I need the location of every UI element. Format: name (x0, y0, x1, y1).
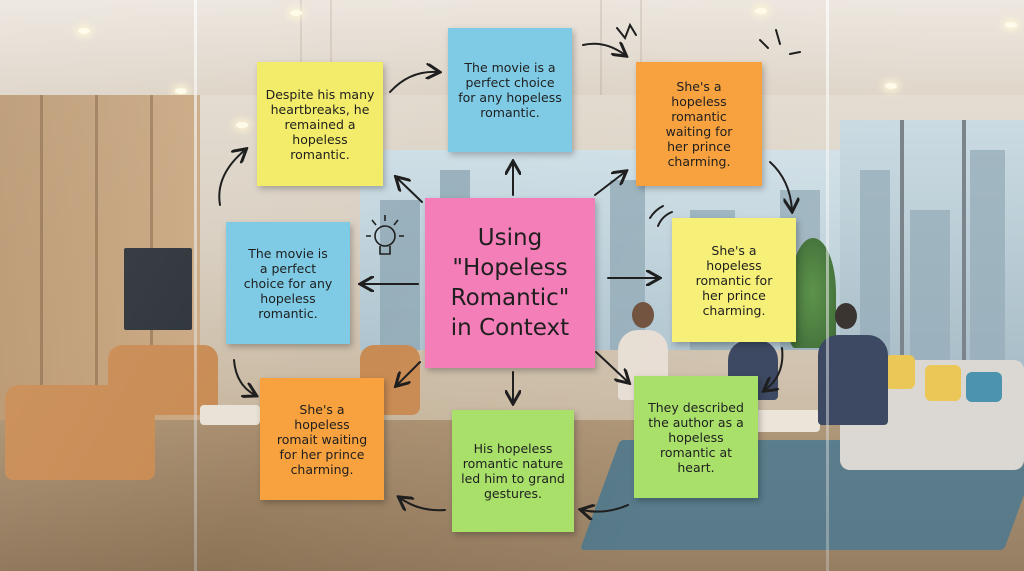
ceiling-slat (600, 0, 602, 95)
arrow-icon (765, 347, 784, 390)
arrow-icon (397, 361, 421, 385)
arrow-icon (582, 505, 629, 512)
pillow (925, 365, 961, 401)
ceiling-light (175, 88, 187, 94)
pillow (885, 355, 915, 389)
wall-panel-line (40, 95, 43, 455)
seated-person (818, 335, 888, 425)
armchair (108, 345, 218, 415)
ceiling-light (78, 28, 90, 34)
arrow-icon (594, 172, 625, 196)
doodle-sparkle (759, 29, 801, 55)
city-window-right (840, 120, 1024, 390)
window-mullion (900, 120, 904, 390)
lightbulb-icon (366, 215, 404, 255)
ceiling-light (290, 10, 302, 16)
tower (380, 200, 420, 350)
arrow-icon (218, 150, 245, 206)
doodle-lines (649, 205, 673, 227)
arrow-icon (595, 351, 628, 382)
tower (970, 150, 1005, 390)
sticky-note-bottom-left: She's a hopeless romait waiting for her … (260, 378, 384, 500)
sticky-note-top-center: The movie is a perfect choice for any ho… (448, 28, 572, 152)
doodle-zigzag (616, 22, 637, 40)
window-mullion (962, 120, 966, 390)
arrow-icon (769, 161, 792, 210)
arrow-icon (400, 498, 446, 510)
glass-edge (826, 0, 829, 571)
sticky-note-mid-right: She's a hopeless romantic for her prince… (672, 218, 796, 342)
sticky-note-center-title: Using "Hopeless Romantic" in Context (425, 198, 595, 368)
sticky-note-bottom-center: His hopeless romantic nature led him to … (452, 410, 574, 532)
sticky-note-bottom-right: They described the author as a hopeless … (634, 376, 758, 498)
arrow-icon (582, 44, 625, 55)
glass-edge (194, 0, 197, 571)
wall-panel-line (95, 95, 98, 455)
ceiling-light (1005, 22, 1017, 28)
ceiling-slat (640, 0, 642, 95)
ceiling-light (236, 122, 248, 128)
coffee-table (750, 410, 820, 432)
side-table (200, 405, 260, 425)
ceiling-light (755, 8, 767, 14)
sticky-note-top-left: Despite his many heartbreaks, he remaine… (257, 62, 383, 186)
sticky-note-top-right: She's a hopeless romantic waiting for he… (636, 62, 762, 186)
arrow-icon (389, 72, 438, 93)
arrow-icon (233, 359, 255, 395)
ceiling-slat (330, 0, 332, 95)
ceiling-light (885, 83, 897, 89)
ceiling-slat (300, 0, 302, 95)
wall-tv (124, 248, 192, 330)
pillow (966, 372, 1002, 402)
arrow-icon (397, 178, 423, 203)
sticky-note-mid-left: The movie is a perfect choice for any ho… (226, 222, 350, 344)
person-head (632, 302, 654, 328)
person-head (835, 303, 857, 329)
